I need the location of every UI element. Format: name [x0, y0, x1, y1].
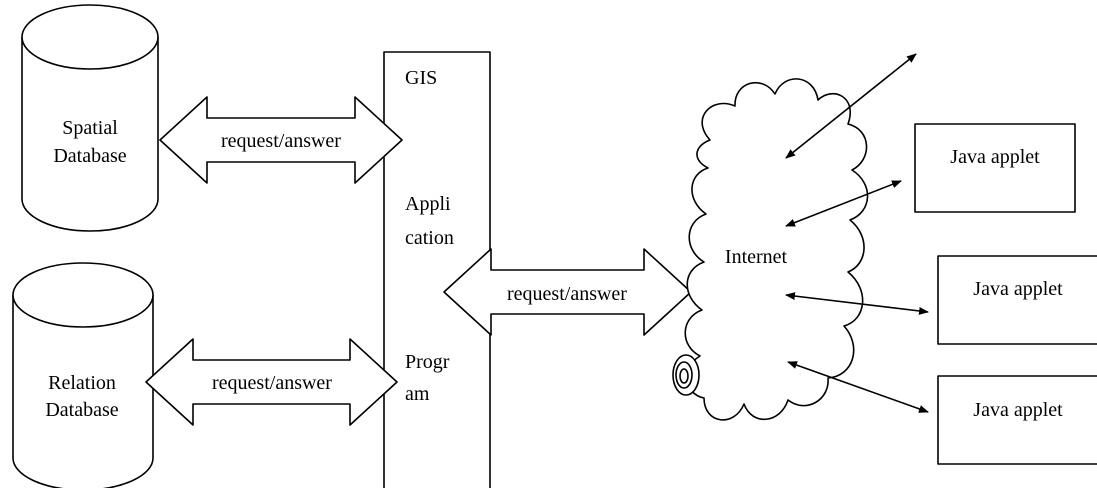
- gis-application-line2: cation: [405, 227, 454, 249]
- internet-request-answer-arrow: request/answer: [443, 248, 692, 336]
- relation-database-label-line2: Database: [45, 399, 118, 421]
- relation-request-answer-label: request/answer: [212, 372, 332, 394]
- java-applet-box-3: [937, 375, 1097, 465]
- connector-arrow-applet-2: [785, 292, 929, 315]
- spatial-request-answer-arrow: request/answer: [159, 96, 403, 184]
- gis-title: GIS: [405, 67, 437, 89]
- spatial-double-arrow-shape: [159, 96, 403, 184]
- relation-database-top: [12, 262, 154, 328]
- relation-request-answer-arrow: request/answer: [145, 338, 398, 426]
- relation-database-label-line1: Relation: [48, 372, 116, 394]
- java-applet-label-2: Java applet: [973, 278, 1063, 300]
- gis-application-line1: Appli: [405, 193, 451, 215]
- connector-arrow-applet-1: [785, 180, 902, 227]
- internet-label: Internet: [725, 246, 788, 268]
- java-applet-label-1: Java applet: [950, 146, 1040, 168]
- spatial-database-label-line2: Database: [53, 145, 126, 167]
- spatial-request-answer-label: request/answer: [221, 130, 341, 152]
- spatial-database-label-line1: Spatial: [62, 117, 118, 139]
- spatial-database-top: [21, 4, 159, 70]
- relation-database: Relation Database: [12, 262, 154, 488]
- spatial-database: Spatial Database: [21, 4, 159, 232]
- gis-program-line1: Progr: [405, 351, 450, 373]
- cloud-tail-inner: [679, 368, 689, 384]
- java-applet-2: Java applet: [937, 255, 1097, 345]
- internet-cloud: Internet: [672, 78, 869, 421]
- relation-database-cylinder: [12, 295, 154, 488]
- gis-application-program: GIS Appli cation Progr am: [383, 51, 491, 488]
- java-applet-label-3: Java applet: [973, 399, 1063, 421]
- spatial-database-cylinder: [21, 37, 159, 232]
- java-applet-box-2: [937, 255, 1097, 345]
- relation-double-arrow-shape: [145, 338, 398, 426]
- internet-request-answer-label: request/answer: [507, 283, 627, 305]
- java-applet-box-1: [914, 123, 1076, 213]
- connector-arrow-applet-3: [787, 361, 929, 413]
- java-applet-3: Java applet: [937, 375, 1097, 465]
- connector-arrow-top: [785, 53, 917, 159]
- java-applet-1: Java applet: [914, 123, 1076, 213]
- gis-program-line2: am: [405, 383, 430, 405]
